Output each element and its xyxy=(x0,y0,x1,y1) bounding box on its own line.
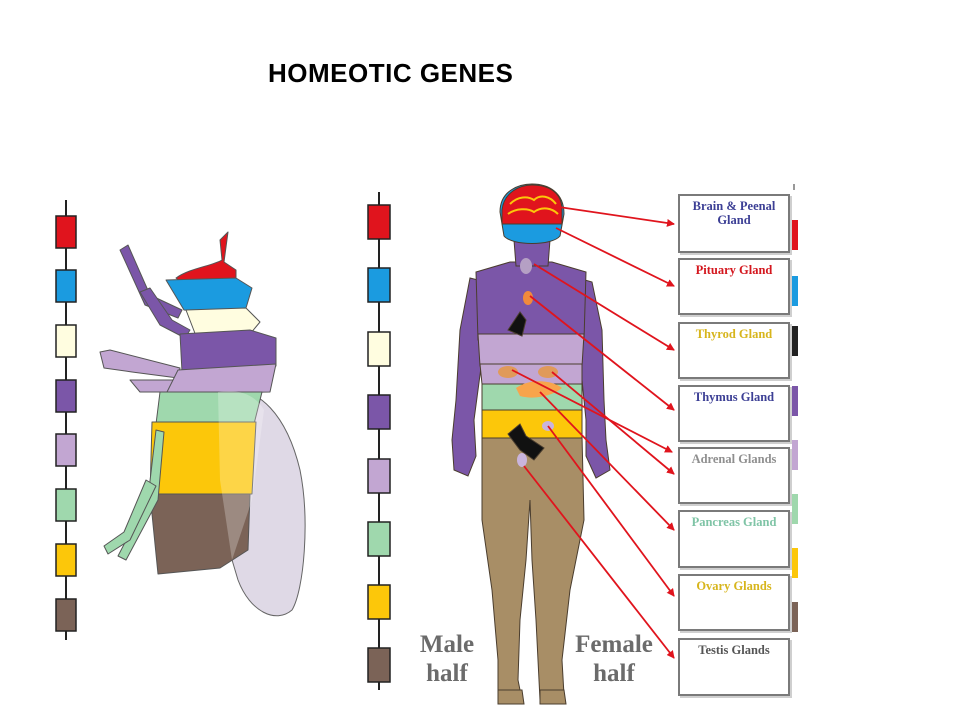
human-head-brain xyxy=(501,184,563,225)
arrow-thyroid xyxy=(533,263,675,351)
fly-head-red xyxy=(175,231,237,286)
fly-antenna-1 xyxy=(119,244,183,319)
gland-box-adrenal: Adrenal Glands xyxy=(678,447,790,504)
gland-box-thymus: Thymus Gland xyxy=(678,385,790,442)
human-gene-red xyxy=(367,204,391,240)
fly-gene-purple xyxy=(55,379,77,413)
gland-label-adrenal: Adrenal Glands xyxy=(691,452,777,466)
human-right-arm xyxy=(577,277,611,479)
page-title: HOMEOTIC GENES xyxy=(268,58,514,88)
fly-head-blue xyxy=(165,277,253,313)
fly-gene-green xyxy=(55,488,77,522)
female-half-label: Female half xyxy=(575,631,653,687)
fruit-fly xyxy=(99,231,306,617)
arrow-ovary xyxy=(547,425,675,597)
fly-abdomen-brown xyxy=(149,493,251,575)
human-abdomen-lavender xyxy=(479,363,583,385)
human-legs xyxy=(481,435,585,701)
human-figure xyxy=(451,183,611,705)
fly-gene-cream xyxy=(55,324,77,358)
arrow-pituitary xyxy=(555,227,675,287)
stub-lavender xyxy=(792,440,798,470)
human-gene-purple xyxy=(367,394,391,430)
male-half-label: Male half xyxy=(419,631,475,687)
arrow-adrenal-2 xyxy=(551,371,675,475)
stub-yellow xyxy=(792,548,798,578)
human-chest xyxy=(477,333,585,367)
arrow-thymus xyxy=(529,295,675,411)
fly-gene-lavender xyxy=(55,433,77,467)
gland-box-pancreas: Pancreas Gland xyxy=(678,510,790,568)
fly-gene-column xyxy=(55,200,77,640)
organ-thymus xyxy=(523,291,533,305)
organ-adrenal-right xyxy=(538,366,558,378)
fly-thorax-purple xyxy=(179,329,277,373)
human-gene-green xyxy=(367,521,391,557)
arrow-pancreas xyxy=(539,391,675,531)
fly-thorax-lavender xyxy=(165,363,277,395)
human-hips-yellow xyxy=(481,409,583,439)
human-gene-lavender xyxy=(367,458,391,494)
fly-gene-brown xyxy=(55,598,77,632)
arrow-brain xyxy=(551,205,675,227)
human-gene-yellow xyxy=(367,584,391,620)
gland-box-brain: Brain & Peenal Gland xyxy=(678,194,790,253)
organ-testis xyxy=(517,453,527,467)
organ-pancreas xyxy=(516,381,562,398)
stub-blue xyxy=(792,276,798,306)
human-gene-cream xyxy=(367,331,391,367)
stub-dark-1 xyxy=(792,326,798,356)
stub-green xyxy=(792,494,798,524)
gland-label-pituitary: Pituary Gland xyxy=(695,263,773,277)
arrow-testis xyxy=(523,465,675,659)
fly-antenna-2 xyxy=(139,287,191,339)
stub-brown xyxy=(792,602,798,632)
human-gene-column xyxy=(367,192,391,690)
fly-abdomen-yellow xyxy=(149,421,257,495)
human-hip-mark xyxy=(507,423,545,461)
fly-wing-overlay xyxy=(218,390,264,560)
organ-thyroid xyxy=(520,258,532,274)
human-feet xyxy=(497,689,567,705)
fly-gene-red xyxy=(55,215,77,249)
gland-box-testis: Testis Glands xyxy=(678,638,790,696)
gland-box-ovary: Ovary Glands xyxy=(678,574,790,631)
human-gene-blue xyxy=(367,267,391,303)
fly-thorax-cream xyxy=(185,307,261,337)
gland-label-brain: Brain & Peenal Gland xyxy=(692,199,776,227)
gland-box-pituitary: Pituary Gland xyxy=(678,258,790,315)
gland-label-ovary: Ovary Glands xyxy=(696,579,772,593)
arrow-adrenal-1 xyxy=(511,369,673,453)
gland-arrows xyxy=(511,205,675,659)
stub-purple xyxy=(792,386,798,416)
human-chest-mark xyxy=(507,311,527,337)
fly-gene-blue xyxy=(55,269,77,303)
gland-label-pancreas: Pancreas Gland xyxy=(691,515,777,529)
stub-red xyxy=(792,220,798,250)
gland-box-thyroid: Thyrod Gland xyxy=(678,322,790,379)
human-gene-brown xyxy=(367,647,391,683)
fly-leg-4 xyxy=(103,479,157,555)
organ-adrenal-left xyxy=(498,366,518,378)
gland-label-testis: Testis Glands xyxy=(698,643,770,657)
fly-leg-1 xyxy=(99,349,181,379)
fly-gene-yellow xyxy=(55,543,77,577)
gland-label-thymus: Thymus Gland xyxy=(693,390,775,404)
gland-label-thyroid: Thyrod Gland xyxy=(695,327,773,341)
